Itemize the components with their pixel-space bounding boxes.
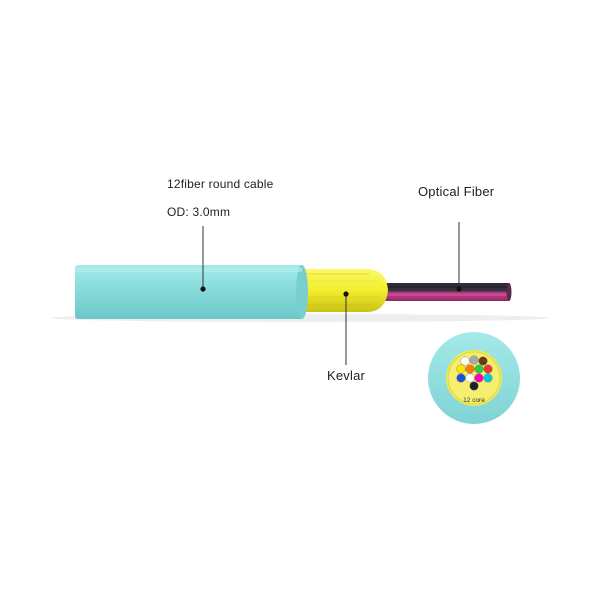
- optical-fiber-label: Optical Fiber: [418, 184, 495, 199]
- cable-name-label: 12fiber round cable: [167, 177, 274, 191]
- kevlar-label: Kevlar: [327, 368, 366, 383]
- fiber-core-dot: [456, 364, 466, 374]
- cable-leader-dot: [200, 286, 206, 292]
- fiber-core-dot: [456, 373, 466, 383]
- fiber-core-dot: [460, 356, 470, 366]
- fiber-core-dot: [474, 373, 484, 383]
- cable-cross-section: 12 core: [428, 332, 520, 424]
- fiber-core-dot: [469, 355, 479, 365]
- fiber-core-dot: [483, 373, 493, 383]
- kevlar-leader-dot: [343, 291, 349, 297]
- fiber-core-dot: [474, 364, 484, 374]
- fiber-core-dot: [478, 356, 488, 366]
- outer-jacket: [75, 265, 308, 319]
- fiber-core-dot: [465, 364, 475, 374]
- fiber-leader-dot: [456, 286, 462, 292]
- fiber-core-dots: [456, 355, 493, 391]
- fiber-core-dot: [483, 364, 493, 374]
- fiber-core-dot: [465, 373, 475, 383]
- kevlar-layer: [296, 269, 388, 312]
- leader-lines: [200, 222, 462, 365]
- fiber-core-dot: [469, 381, 479, 391]
- outer-diameter-label: OD: 3.0mm: [167, 205, 231, 219]
- optical-fiber-bundle: [378, 283, 512, 301]
- core-count-label: 12 core: [463, 397, 485, 404]
